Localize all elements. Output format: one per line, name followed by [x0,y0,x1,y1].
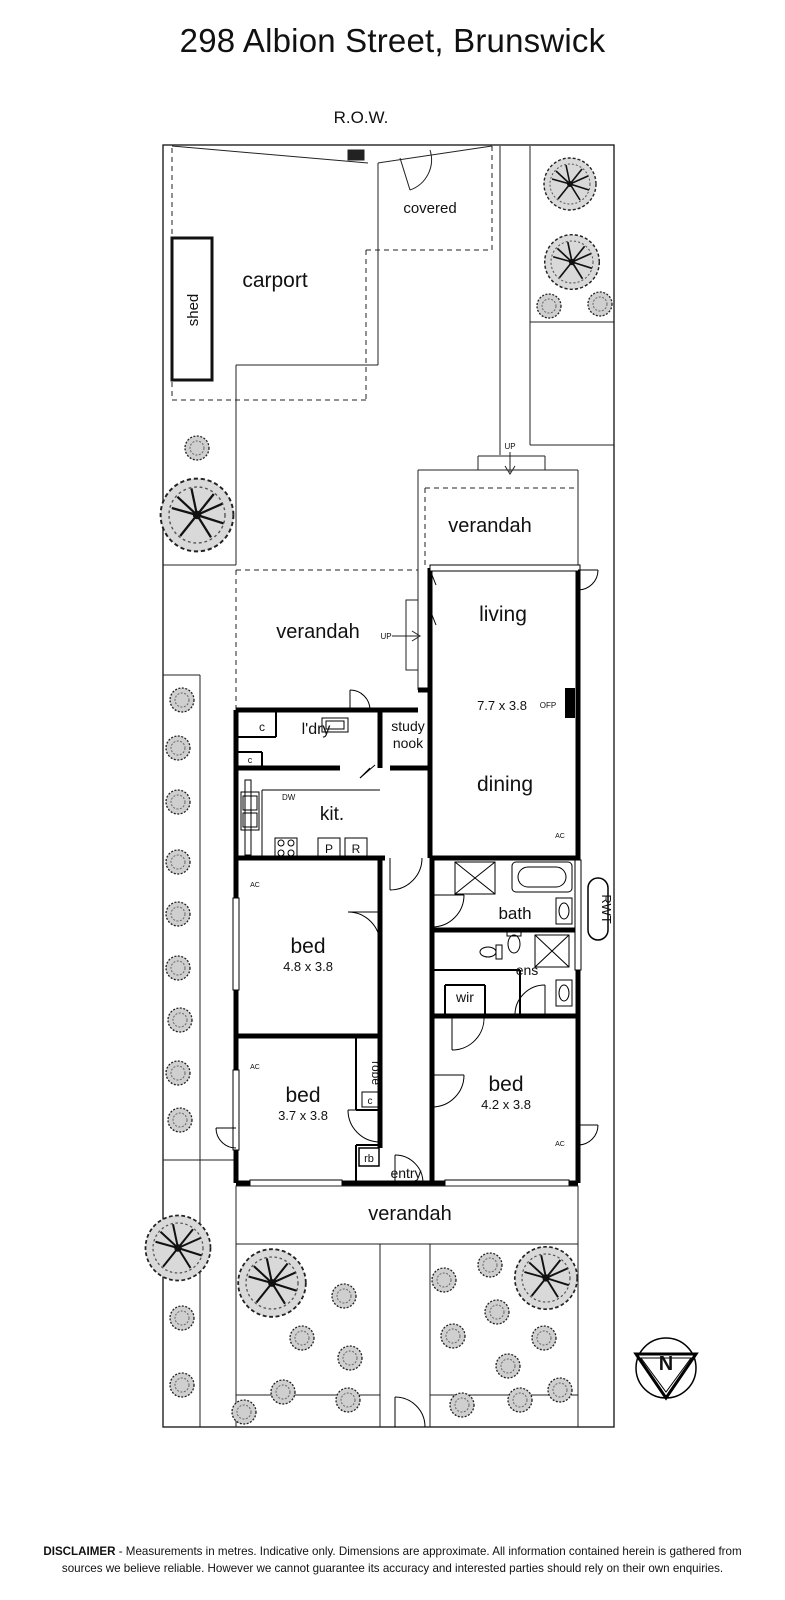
robe-cupboard [361,1091,379,1108]
doors [215,569,599,1428]
covered-label: covered [403,200,456,217]
bathroom-fixtures [454,861,573,1007]
rb-label: rb [364,1153,374,1165]
rear-verandah-label: verandah [448,515,531,537]
landscaping [144,157,613,1425]
shed-label: shed [185,294,202,327]
rear-up-label: UP [504,442,515,451]
side-verandah [235,569,421,710]
bed3-dim: 4.2 x 3.8 [481,1097,531,1112]
fridge-label: R [352,842,361,856]
cupboard-c1-label: c [259,720,265,734]
living-label: living [479,603,527,626]
row-label: R.O.W. [334,108,389,127]
kitchen-fixtures [240,717,380,859]
compass-n-label: N [659,1353,673,1375]
carport-label: carport [242,269,308,292]
cupboard-c2-label: c [248,755,253,765]
dw-label: DW [282,793,296,802]
front-verandah-label: verandah [368,1203,451,1225]
wir-label: wir [455,989,474,1005]
page-title: 298 Albion Street, Brunswick [179,22,606,59]
entry-label: entry [390,1165,421,1181]
bath-label: bath [498,904,531,923]
study-label-1: study [391,718,424,734]
ens-label: ens [516,962,539,978]
cupboard-c3-label: c [368,1096,373,1107]
ac-bed3: AC [555,1141,565,1148]
disclaimer: DISCLAIMER - Measurements in metres. Ind… [30,1543,755,1577]
pantry-label: P [325,842,333,856]
rwt-label: RWT [599,894,614,923]
study-label-2: nook [393,735,424,751]
bed2-dim: 3.7 x 3.8 [278,1108,328,1123]
bed2-label: bed [285,1084,320,1107]
shed [170,236,214,382]
robe-label: robe [369,1061,383,1085]
living-dim: 7.7 x 3.8 [477,698,527,713]
ofp-label: OFP [540,701,556,710]
laundry-label: l'dry [302,721,331,738]
fireplace [565,688,575,718]
bed1-dim: 4.8 x 3.8 [283,959,333,974]
disclaimer-heading: DISCLAIMER [43,1545,116,1558]
kitchen-label: kit. [320,804,344,825]
ac-bed1: AC [250,882,260,889]
compass-north-icon [633,1337,699,1401]
bed3-label: bed [488,1073,523,1096]
left-garden-strip [163,674,236,1427]
dining-label: dining [477,773,533,796]
ac-bed2: AC [250,1064,260,1071]
site-boundary [162,144,615,1428]
rear-garden-right [529,146,614,446]
side-verandah-label: verandah [276,621,359,643]
side-up-label: UP [380,632,391,641]
ac-dining: AC [555,833,565,840]
rb-cupboard [358,1147,380,1167]
rwt-tank [587,877,609,941]
windows [232,564,582,1187]
bed1-label: bed [290,935,325,958]
disclaimer-text: - Measurements in metres. Indicative onl… [61,1545,742,1575]
carport-door [399,149,433,191]
